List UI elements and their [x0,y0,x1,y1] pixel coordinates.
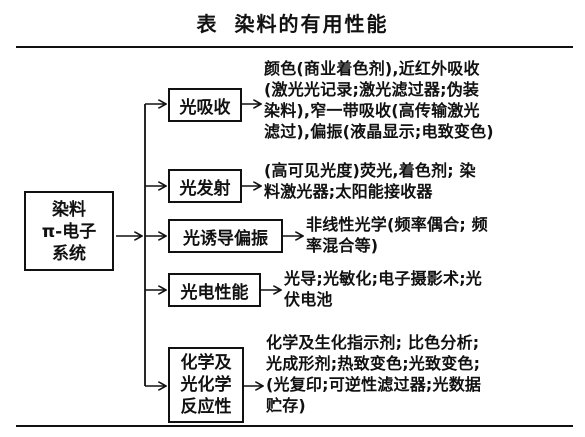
category-label: 光诱导偏振 [183,228,268,249]
table-title-text: 染料的有用性能 [234,12,389,36]
application-line: 伏电池 [284,290,333,309]
table-bottom-rule [16,425,573,427]
applications-light-induced-polarization: 非线性光学(频率偶合; 频 率混合等) [306,214,488,256]
category-light-absorption: 光吸收 [168,88,242,122]
application-line: 贮存) [266,396,306,415]
application-line: 染料),窄一带吸收(高传输激光 [264,101,480,120]
category-label: 光化学 [180,375,232,395]
applications-chemical-photochemical-reactivity: 化学及生化指示剂; 比色分析; 光成形剂;热致变色;光致变色; (光复印;可逆性… [266,332,481,416]
applications-photoelectric-properties: 光导;光敏化;电子摄影术;光 伏电池 [284,268,482,310]
source-line: 染料 [52,200,86,220]
applications-light-emission: (高可见光度)荧光,着色剂; 染 料激光器;太阳能接收器 [264,160,476,202]
application-line: 化学及生化指示剂; 比色分析; [266,333,480,352]
table-top-rule [16,46,573,48]
application-line: 颜色(商业着色剂),近红外吸收 [264,59,480,78]
category-label: 光发射 [179,178,231,199]
application-line: 光导;光敏化;电子摄影术;光 [284,269,482,288]
source-line: π-电子 [41,222,97,242]
category-label: 反应性 [180,397,232,417]
application-line: (高可见光度)荧光,着色剂; 染 [264,161,476,180]
table-title: 表染料的有用性能 [0,8,585,37]
application-line: (激光光记录;激光滤过器;伪装 [264,80,480,99]
applications-light-absorption: 颜色(商业着色剂),近红外吸收 (激光光记录;激光滤过器;伪装 染料),窄一带吸… [264,58,494,142]
source-line: 系统 [52,244,86,264]
category-light-induced-polarization: 光诱导偏振 [168,219,283,253]
application-line: 光成形剂;热致变色;光致变色; [266,354,481,373]
table-title-label: 表 [196,12,219,36]
application-line: 率混合等) [306,236,379,255]
category-label: 光吸收 [179,97,231,118]
category-chemical-photochemical-reactivity: 化学及 光化学 反应性 [168,347,244,423]
application-line: 料激光器;太阳能接收器 [264,182,433,201]
category-light-emission: 光发射 [168,169,242,203]
category-label: 化学及 [180,353,232,373]
dye-pi-electron-system-box: 染料 π-电子 系统 [24,191,114,271]
category-photoelectric-properties: 光电性能 [168,273,261,307]
application-line: 滤过),偏振(液晶显示;电致变色) [264,122,494,141]
application-line: 非线性光学(频率偶合; 频 [306,215,488,234]
application-line: (光复印;可逆性滤过器;光数据 [266,375,482,394]
category-label: 光电性能 [180,282,249,303]
